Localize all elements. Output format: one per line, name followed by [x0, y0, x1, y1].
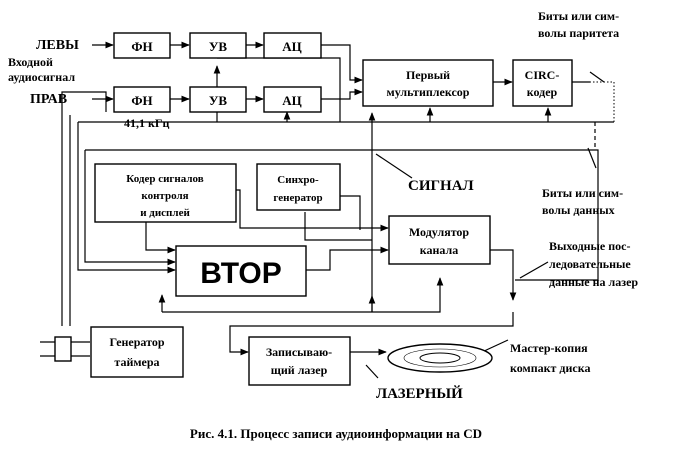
svg-text:контроля: контроля: [141, 190, 188, 202]
output-label-1: Выходные пос-: [549, 239, 631, 253]
block-timer-generator: Генератор таймера: [90, 326, 184, 378]
input-label-1: Входной: [8, 55, 53, 69]
connections: [40, 41, 615, 379]
compact-disc: [387, 343, 493, 373]
svg-text:ФН: ФН: [131, 39, 152, 54]
svg-text:Кодер сигналов: Кодер сигналов: [126, 173, 203, 185]
parity-label-2: волы паритета: [538, 26, 619, 40]
svg-text:кодер: кодер: [527, 85, 558, 99]
data-bits-label-1: Биты или сим-: [542, 186, 623, 200]
svg-text:АЦ: АЦ: [282, 39, 302, 54]
svg-text:и дисплей: и дисплей: [140, 207, 190, 219]
svg-text:Синхро-: Синхро-: [277, 174, 319, 186]
freq-label: 41,1 кГц: [124, 116, 170, 130]
svg-text:щий лазер: щий лазер: [271, 363, 328, 377]
block-control-coder: Кодер сигналов контроля и дисплей: [94, 163, 237, 223]
block-vtor: ВТОР: [175, 245, 307, 297]
svg-text:таймера: таймера: [114, 355, 159, 369]
svg-text:УВ: УВ: [209, 93, 228, 108]
block-circ-coder: CIRC- кодер: [512, 59, 573, 107]
left-input-label: ЛЕВЫ: [36, 38, 79, 53]
block-fn-left: ФН: [113, 32, 171, 59]
block-uv-right: УВ: [189, 86, 247, 113]
laser-word-label: ЛАЗЕРНЫЙ: [376, 385, 463, 402]
svg-text:Первый: Первый: [406, 68, 450, 82]
svg-text:канала: канала: [420, 243, 458, 257]
figure-caption: Рис. 4.1. Процесс записи аудиоинформации…: [190, 426, 482, 441]
master-label-1: Мастер-копия: [510, 341, 588, 355]
svg-text:мультиплексор: мультиплексор: [387, 85, 470, 99]
svg-text:Модулятор: Модулятор: [409, 225, 470, 239]
svg-text:генератор: генератор: [273, 192, 322, 204]
svg-text:ФН: ФН: [131, 93, 152, 108]
block-sync-generator: Синхро- генератор: [256, 163, 341, 211]
svg-text:ВТОР: ВТОР: [200, 257, 281, 290]
parity-label-1: Биты или сим-: [538, 9, 619, 23]
data-bits-label-2: волы данных: [542, 203, 615, 217]
svg-text:Генератор: Генератор: [109, 335, 164, 349]
signal-label: СИГНАЛ: [408, 178, 474, 194]
svg-text:АЦ: АЦ: [282, 93, 302, 108]
output-label-3: данные на лазер: [549, 275, 638, 289]
block-modulator: Модулятор канала: [388, 215, 491, 265]
svg-text:УВ: УВ: [209, 39, 228, 54]
svg-text:CIRC-: CIRC-: [525, 68, 560, 82]
block-ap-right: АЦ: [263, 86, 322, 113]
block-uv-left: УВ: [189, 32, 247, 59]
block-ap-left: АЦ: [263, 32, 322, 59]
block-fn-right: ФН: [113, 86, 171, 113]
input-label-2: аудиосигнал: [8, 70, 75, 84]
block-multiplexer: Первый мультиплексор: [362, 59, 494, 107]
right-input-label: ПРАВ: [30, 92, 67, 107]
block-recording-laser: Записываю- щий лазер: [248, 336, 351, 386]
output-label-2: ледовательные: [549, 257, 631, 271]
svg-text:Записываю-: Записываю-: [266, 345, 332, 359]
master-label-2: компакт диска: [510, 361, 590, 375]
